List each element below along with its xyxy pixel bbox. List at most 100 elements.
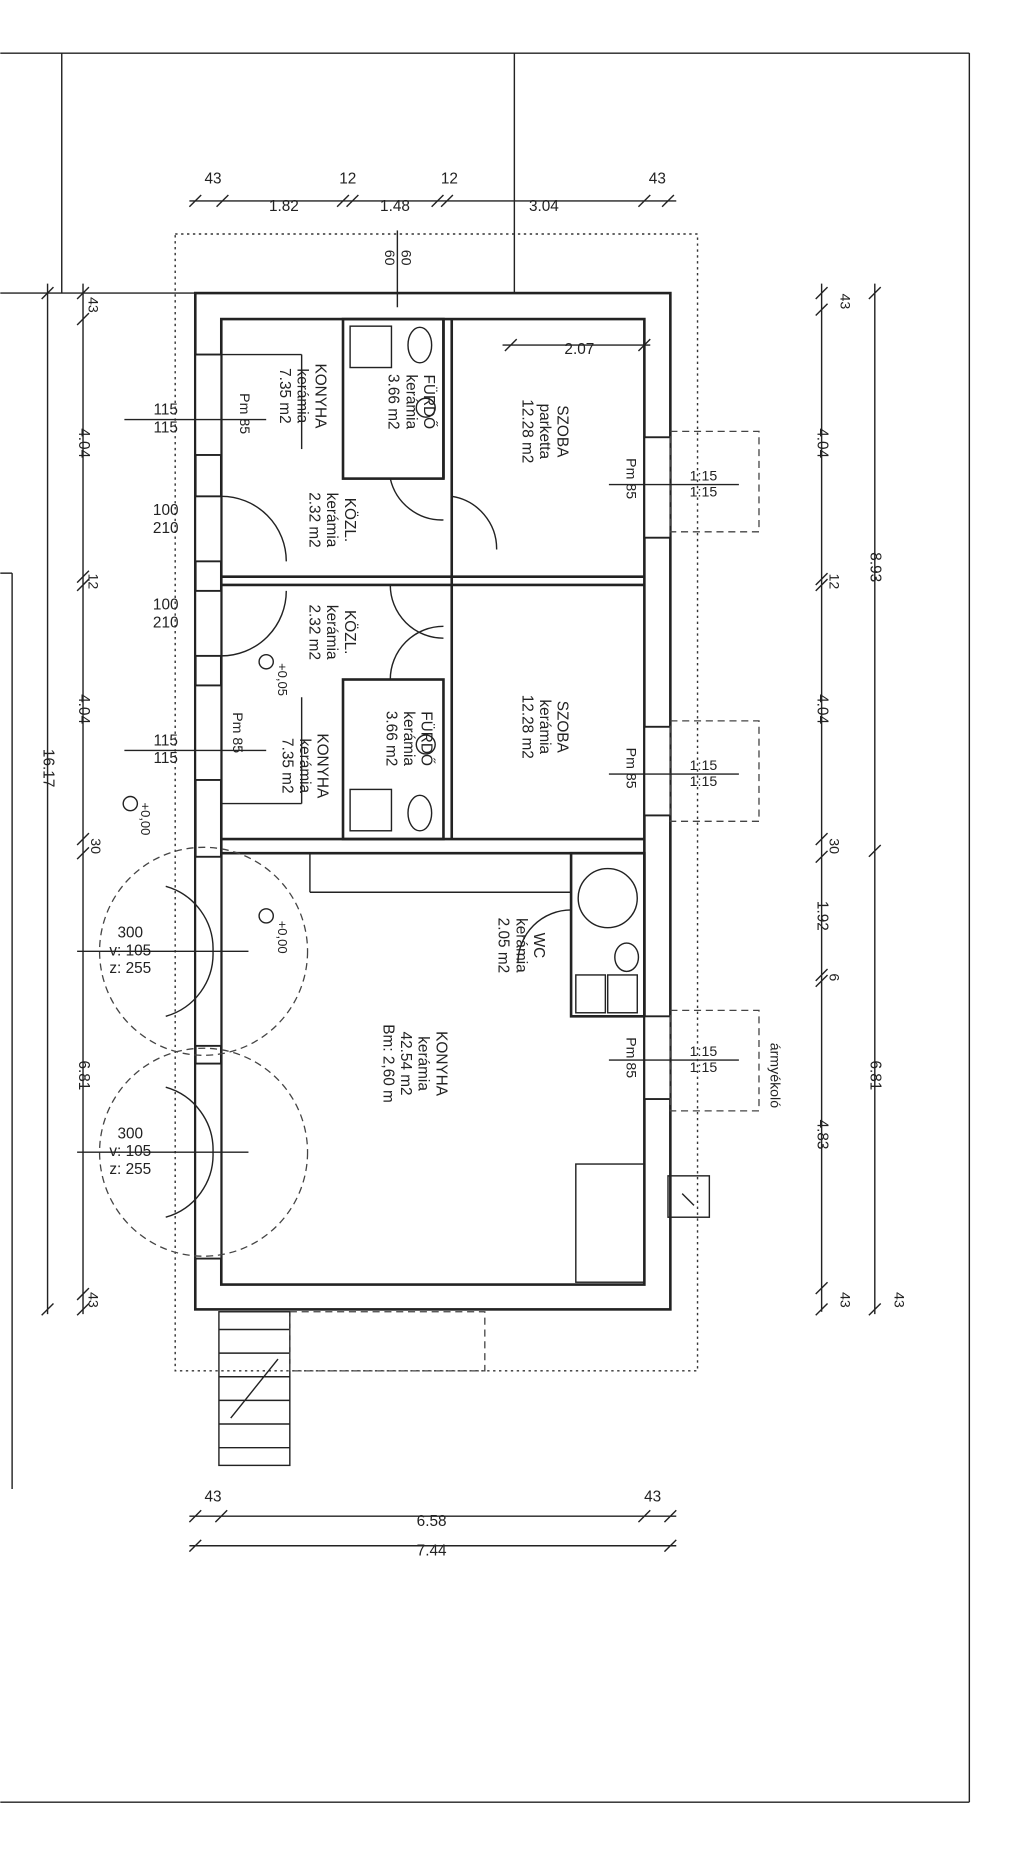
- dim-right-outer: 6.81: [867, 1060, 884, 1090]
- parapet-height: Pm 85: [622, 748, 638, 789]
- dim-right: 6: [826, 973, 842, 981]
- terrace-door-size-line: z: 255: [109, 1161, 151, 1178]
- window-left-size-line: 115: [153, 402, 178, 419]
- room-kozl-2-line: KÖZL.: [341, 610, 359, 654]
- room-kozl-1: KÖZL.kerámia2.32 m2: [305, 492, 358, 548]
- dimension-tick: [663, 1509, 677, 1523]
- room-szoba-1-line: 12.28 m2: [518, 399, 535, 463]
- parapet-height: Pm 85: [622, 458, 638, 499]
- dimension-tick: [868, 286, 882, 300]
- room-kozl-1-line: kerámia: [323, 493, 340, 548]
- dim-top: 43: [204, 171, 221, 188]
- room-konyha-1-line: KONYHA: [311, 363, 328, 429]
- walls: [193, 291, 711, 1311]
- dim-top: 12: [339, 171, 356, 188]
- dimension-tick: [637, 1509, 651, 1523]
- dimension-tick: [663, 1539, 677, 1553]
- dimension-tick: [188, 194, 202, 208]
- window-right-size-line: 1:15: [690, 1044, 718, 1060]
- dimension-tick: [815, 850, 829, 864]
- level-mark: +0,00: [275, 921, 290, 954]
- vent-size-line: 60: [398, 250, 414, 266]
- level-mark: +0,00: [138, 803, 153, 836]
- stairs: [218, 1311, 486, 1467]
- dimension-tick: [868, 844, 882, 858]
- dim-left-total: 16.17: [40, 749, 57, 787]
- dimension-tick: [815, 832, 829, 846]
- door-left-size-line: 100: [153, 502, 179, 519]
- dimension-tick: [431, 194, 444, 208]
- room-furdo-2-line: FÜRDŐ: [418, 711, 436, 766]
- dimension-tick: [216, 194, 229, 208]
- room-furdo-2: FÜRDŐkerámia3.66 m2: [382, 711, 435, 767]
- dimension-tick: [188, 1509, 202, 1523]
- terrace-door-size-line: 300: [117, 1126, 143, 1143]
- windows: [194, 353, 760, 1260]
- room-furdo-1-line: kerámia: [402, 374, 419, 429]
- room-furdo-2-line: 3.66 m2: [382, 711, 399, 767]
- level-marker-icon: [258, 908, 274, 924]
- dim-right: 43: [836, 1292, 852, 1308]
- level-marker-icon: [122, 795, 139, 812]
- door-left-size-line: 210: [153, 614, 179, 631]
- dim-left: 4.04: [75, 694, 92, 724]
- dim-left: 12: [85, 574, 101, 590]
- level-marker-icon: [258, 653, 274, 670]
- terrace-door-size-line: 300: [117, 925, 143, 942]
- dim-room-width: 2.07: [564, 341, 594, 358]
- room-konyha-main-line: Bm: 2,60 m: [379, 1024, 396, 1103]
- window-left-size-line: 115: [153, 733, 178, 750]
- doors: [98, 478, 572, 1257]
- room-furdo-1-line: 3.66 m2: [385, 374, 402, 430]
- dim-right: 1.92: [814, 901, 831, 931]
- dimension-tick: [76, 846, 90, 860]
- parapet-height: Pm 85: [622, 1037, 638, 1078]
- dimension-tick: [504, 338, 518, 352]
- window-right-size-line: 1:15: [690, 758, 718, 774]
- shade-label: ármyékoló: [767, 1043, 783, 1108]
- dimension-tick: [637, 338, 651, 352]
- level-mark: +0,05: [275, 663, 290, 696]
- room-szoba-2-line: kerámia: [536, 699, 553, 754]
- dimension-tick: [76, 570, 90, 584]
- dimension-tick: [815, 974, 829, 988]
- room-szoba-1: SZOBAparketta12.28 m2: [518, 399, 570, 463]
- labels: 431.82121.48123.0443436.58437.44434.0412…: [40, 171, 907, 1560]
- dim-top: 1.48: [380, 198, 410, 215]
- room-szoba-2: SZOBAkerámia12.28 m2: [518, 695, 570, 759]
- room-konyha-main: KONYHAkerámia42.54 m2Bm: 2,60 m: [379, 1024, 449, 1103]
- room-furdo-1: FÜRDŐkerámia3.66 m2: [385, 374, 438, 430]
- room-wc: WCkerámia2.05 m2: [495, 918, 547, 974]
- dim-right: 30: [826, 838, 842, 854]
- room-wc-line: WC: [530, 933, 547, 959]
- dim-right: 4.83: [814, 1120, 831, 1150]
- dim-left: 43: [85, 297, 101, 313]
- room-konyha-1-line: kerámia: [294, 369, 311, 424]
- door-left-size-line: 210: [153, 520, 179, 537]
- dim-left: 30: [87, 838, 103, 854]
- dimension-tick: [76, 1287, 90, 1301]
- dimension-tick: [815, 1302, 829, 1316]
- room-kozl-1-line: KÖZL.: [341, 498, 359, 542]
- dim-right: 43: [836, 293, 852, 309]
- dimension-tick: [214, 1509, 228, 1523]
- room-kozl-2-line: 2.32 m2: [305, 604, 322, 660]
- dim-right: 12: [826, 574, 842, 590]
- terrace-door-size-line: z: 255: [109, 960, 151, 977]
- dimension-tick: [76, 1302, 90, 1316]
- terrace-door-size-line: v: 105: [109, 1143, 151, 1160]
- dimension-tick: [76, 312, 90, 326]
- dimension-tick: [815, 286, 829, 300]
- dimension-tick: [868, 1302, 882, 1316]
- dim-top: 43: [649, 171, 666, 188]
- dimension-tick: [815, 572, 829, 586]
- window-left-size-line: 115: [153, 750, 178, 767]
- dimension-tick: [336, 194, 350, 208]
- room-furdo-1-line: FÜRDŐ: [420, 374, 438, 429]
- room-furdo-2-line: kerámia: [400, 711, 417, 766]
